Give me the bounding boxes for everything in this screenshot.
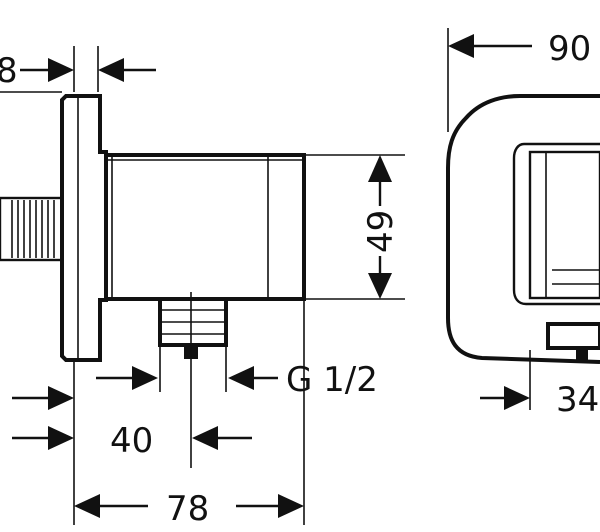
side-view: 8 49 G 1/2 40 [0,46,405,529]
dim-left-arrows [12,386,74,450]
dim-label-height: 49 [361,210,401,253]
front-view: 90 34 [446,28,600,420]
dim-thread: G 1/2 [96,360,378,400]
outlet-nipple [158,297,228,359]
dim-label-depth: 78 [166,489,209,529]
wall-pipe-thread [0,196,64,262]
outlet-body [104,153,306,301]
dim-flange-thickness: 8 [0,51,156,91]
front-plate [446,94,600,364]
dim-label-thread: G 1/2 [286,360,378,400]
dim-total-depth: 78 [74,489,304,529]
wall-flange [60,94,108,362]
dim-label-offset: 40 [110,421,153,461]
dim-outlet-offset: 40 [110,421,252,461]
front-body [512,142,600,360]
dim-body-height: 49 [361,155,401,299]
dim-label-front-offset: 34 [556,380,599,420]
dim-label-front-width: 90 [548,29,591,69]
dim-front-width: 90 [448,29,591,69]
dim-label-flange: 8 [0,51,18,91]
dim-front-offset: 34 [480,380,599,420]
